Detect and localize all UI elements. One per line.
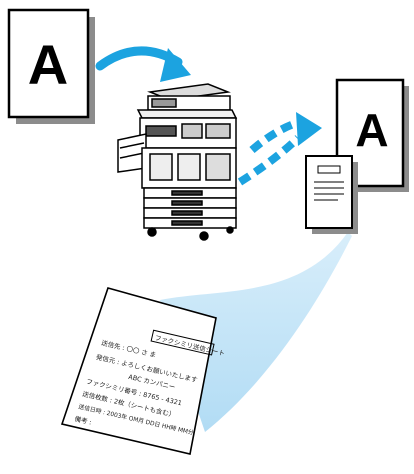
projection-beam (160, 232, 352, 432)
received-document-icon: A (335, 78, 409, 192)
original-document-icon: A (7, 8, 95, 124)
handwritten-cover-sheet: ファクシミリ送信シート 送信先 : 〇〇 さ ま 発信元 : よろしくお願いいた… (60, 287, 226, 455)
received-letter: A (355, 104, 388, 156)
original-letter: A (28, 33, 68, 96)
fax-arrow-icon (237, 112, 322, 186)
cover-line-7: 備考 : (74, 414, 93, 427)
cover-sheet-icon (305, 155, 358, 234)
copier-icon (117, 83, 238, 241)
scan-arrow-icon (95, 46, 191, 82)
